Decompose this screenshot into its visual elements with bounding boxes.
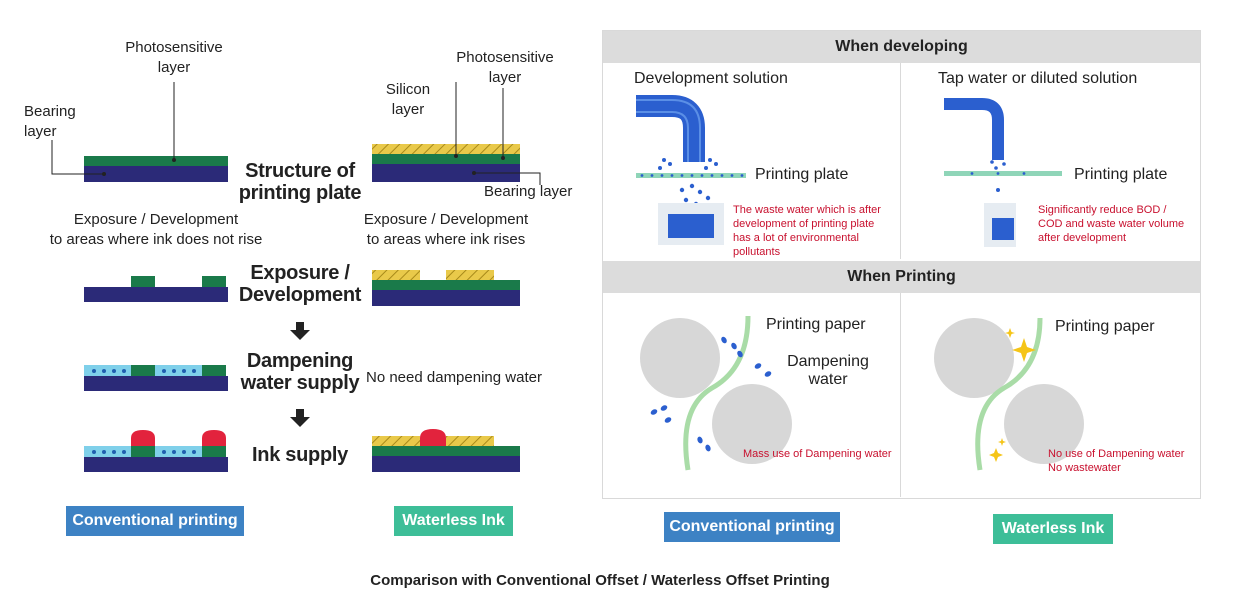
down-arrow-icon [290,409,310,427]
printing-plate-label-waterless: Printing plate [1074,166,1168,183]
spray-drops-icon [658,158,718,170]
photosensitive-layer-label-left: Photosensitive layer [125,39,223,76]
mass-use-note: Mass use of Dampening water [743,448,892,460]
falling-drops-icon [679,183,711,207]
waterless-exposure-plate [372,270,520,306]
water-drops-icon [650,336,772,452]
printing-paper-label-waterless: Printing paper [1055,318,1155,335]
exposure-note-conventional: Exposure / Development to areas where in… [49,211,263,248]
figure-caption: Comparison with Conventional Offset / Wa… [370,572,830,589]
conventional-structure-plate [51,82,228,182]
ink-supply-heading: Ink supply [252,444,348,466]
when-printing-header: When Printing [603,261,1200,293]
down-arrow-icon [290,322,310,340]
printing-paper-label-conventional: Printing paper [766,316,866,333]
waterless-ink-badge-left: Waterless Ink [394,506,513,536]
printing-plate-label-conventional: Printing plate [755,166,849,183]
small-tank-icon [984,188,1016,247]
waste-tank-icon [658,203,724,245]
conventional-printing-badge-right: Conventional printing [664,512,840,542]
divider [900,293,901,497]
dampening-water-label: Dampening water [787,353,869,388]
sparkle-icon [989,328,1036,462]
waterless-rollers-icon [934,317,1084,471]
tap-water-label: Tap water or diluted solution [938,70,1138,87]
conventional-dampening-plate [84,365,228,391]
divider [900,63,901,259]
conventional-ink-plate [84,430,228,472]
exposure-note-waterless: Exposure / Development to areas where in… [363,211,529,248]
no-use-note: No use of Dampening water No wastewater [1048,448,1185,474]
exposure-heading: Exposure / Development [238,262,362,306]
development-pipe-icon [636,95,705,162]
bearing-layer-label-right: Bearing layer [484,183,573,200]
no-dampening-label: No need dampening water [366,369,542,386]
bearing-layer-label-left: Bearing layer [24,103,76,140]
conventional-printing-badge-left: Conventional printing [66,506,244,536]
reduce-waste-note: Significantly reduce BOD / COD and waste… [1038,204,1185,244]
waterless-ink-plate [372,429,520,472]
waste-water-note: The waste water which is after developme… [733,204,881,258]
photosensitive-layer-label-right: Photosensitive layer [456,49,554,86]
printing-plate-icon [636,173,746,178]
silicon-layer-label: Silicon layer [385,81,431,118]
waterless-ink-badge-right: Waterless Ink [993,514,1113,544]
conventional-exposure-plate [84,276,228,302]
conventional-rollers-icon [640,315,792,471]
tap-water-pipe-icon [944,98,1004,160]
spray-drops-icon [990,160,1006,170]
structure-heading: Structure of printing plate [238,160,362,204]
when-developing-header: When developing [603,31,1200,63]
development-solution-label: Development solution [634,70,788,87]
waterless-structure-plate [372,82,541,185]
dampening-heading: Dampening water supply [240,350,360,394]
printing-plate-icon [944,171,1062,176]
